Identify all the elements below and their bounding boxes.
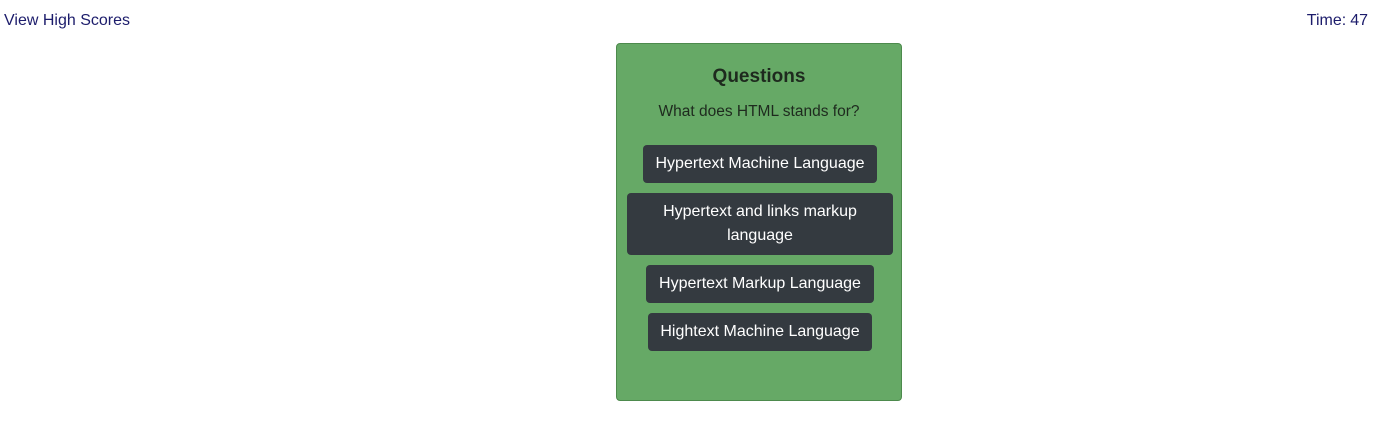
answer-button-2[interactable]: Hypertext and links markup language xyxy=(627,193,893,255)
timer-label: Time: xyxy=(1306,12,1347,29)
question-text: What does HTML stands for? xyxy=(658,103,860,120)
quiz-card: Questions What does HTML stands for? Hyp… xyxy=(616,43,902,401)
view-high-scores-link[interactable]: View High Scores xyxy=(4,12,130,29)
top-bar: View High Scores Time:47 xyxy=(0,0,1389,44)
timer: Time:47 xyxy=(1307,12,1368,30)
card-title: Questions xyxy=(712,66,806,87)
answer-button-1[interactable]: Hypertext Machine Language xyxy=(643,145,877,183)
answer-button-4[interactable]: Hightext Machine Language xyxy=(648,313,872,351)
answer-button-3[interactable]: Hypertext Markup Language xyxy=(646,265,874,303)
timer-value: 47 xyxy=(1350,12,1368,29)
